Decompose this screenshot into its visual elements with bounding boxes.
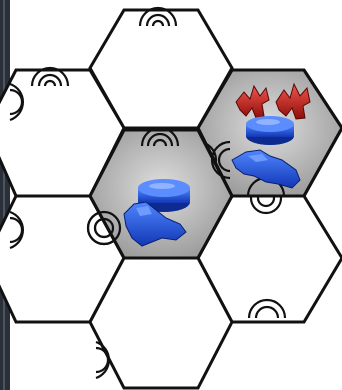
left-frame-bar: [0, 0, 10, 390]
blue-base-icon: [246, 116, 294, 145]
